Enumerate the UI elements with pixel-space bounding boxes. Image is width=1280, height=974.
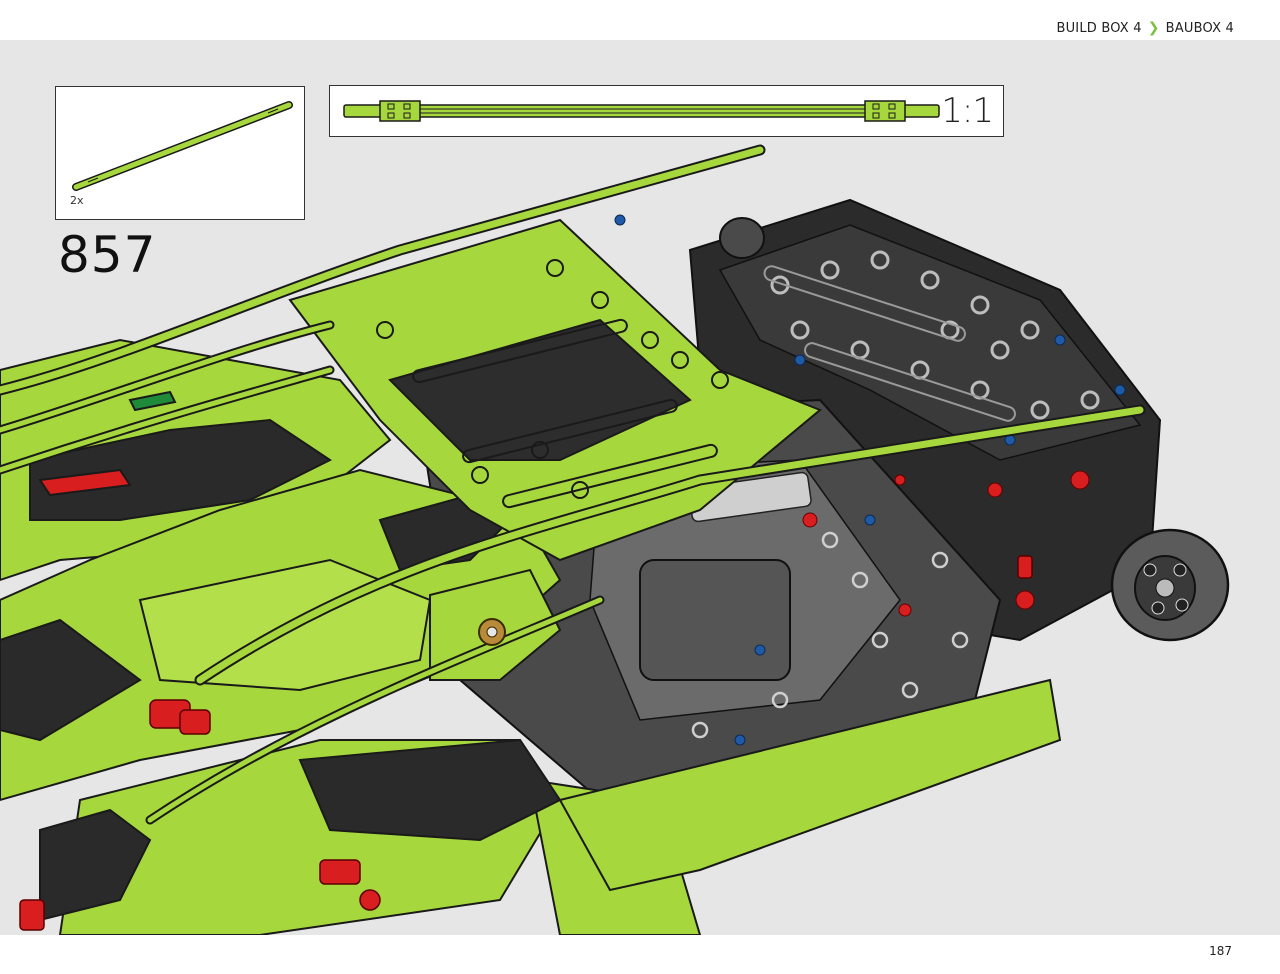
lime-rear-deck-icon: [288, 218, 822, 562]
page-number: 187: [1209, 944, 1232, 958]
gear-icon: [478, 618, 506, 646]
car-model-illustration: [0, 144, 1230, 935]
axle-tube-icon: [343, 100, 940, 122]
baubox-label: BAUBOX 4: [1165, 20, 1234, 36]
red-connector-icon: [19, 555, 1033, 931]
lime-body-panels-icon: [0, 338, 1062, 935]
parts-callout: 2x: [55, 86, 305, 220]
page-header: BUILD BOX 4 ❯ BAUBOX 4: [0, 0, 1280, 40]
axle-tube-icon: [72, 101, 293, 191]
scale-reference-callout: 1:1: [329, 85, 1004, 137]
build-box-label: BUILD BOX 4: [1056, 20, 1142, 36]
axle-tube-icon: [0, 144, 1146, 825]
chevron-right-icon: ❯: [1147, 20, 1160, 36]
scale-label: 1:1: [941, 91, 994, 131]
part-quantity: 2x: [70, 194, 84, 207]
brake-disc-icon: [719, 217, 1230, 642]
build-box-breadcrumb: BUILD BOX 4 ❯ BAUBOX 4: [1056, 20, 1234, 36]
step-number: 857: [58, 226, 157, 284]
instruction-stage: 2x 1:1 857: [0, 40, 1280, 935]
